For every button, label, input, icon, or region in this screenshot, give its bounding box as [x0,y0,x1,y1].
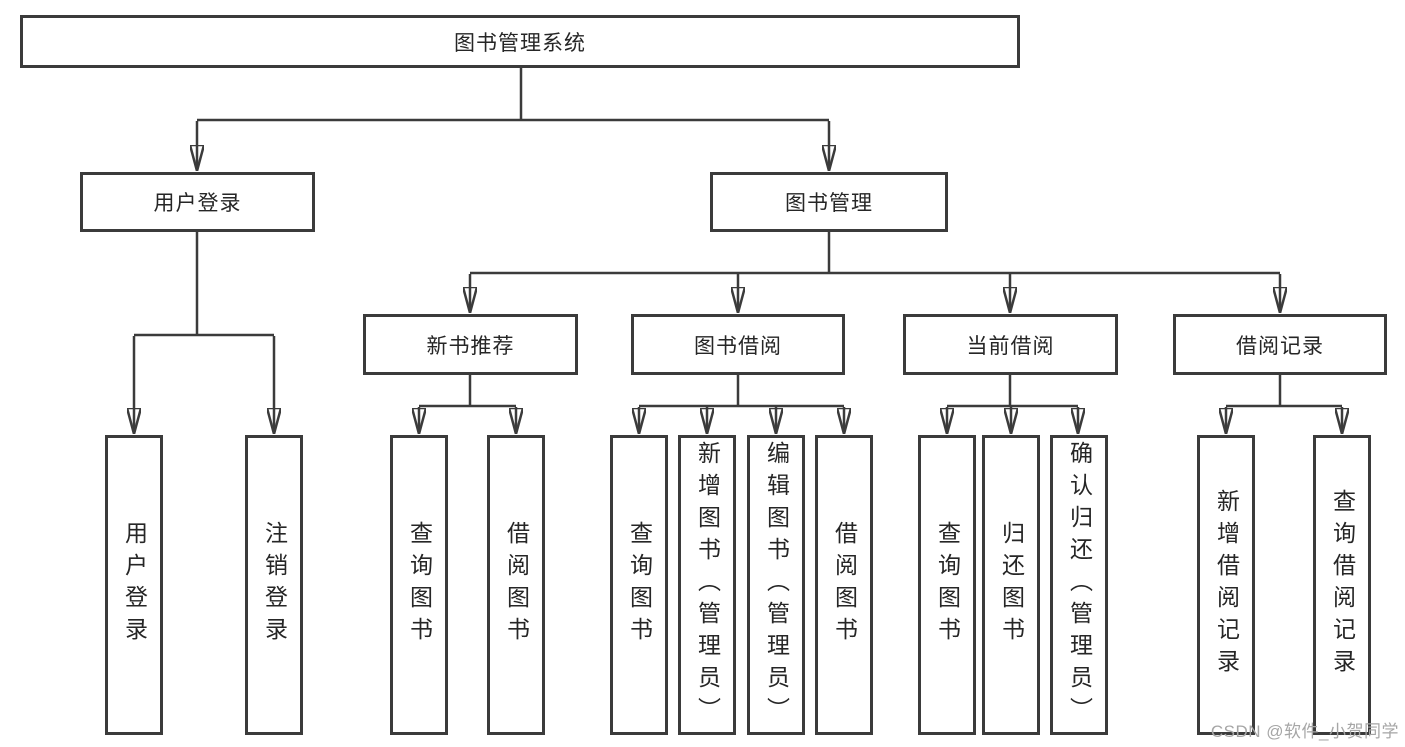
node-root-library-management-system: 图书管理系统 [20,15,1020,68]
leaf-borrow-books: 借阅图书 [815,435,873,735]
leaf-logout: 注销登录 [245,435,303,735]
leaf-edit-book-admin: 编辑图书（管理员） [747,435,805,735]
node-book-borrow: 图书借阅 [631,314,845,375]
node-book-management: 图书管理 [710,172,948,232]
node-new-book-recommend: 新书推荐 [363,314,578,375]
leaf-query-books-recommend: 查询图书 [390,435,448,735]
node-borrow-records: 借阅记录 [1173,314,1387,375]
node-current-borrow: 当前借阅 [903,314,1118,375]
leaf-add-borrow-record: 新增借阅记录 [1197,435,1255,735]
node-user-login: 用户登录 [80,172,315,232]
leaf-query-books-borrow: 查询图书 [610,435,668,735]
leaf-user-login: 用户登录 [105,435,163,735]
leaf-confirm-return-admin: 确认归还（管理员） [1050,435,1108,735]
leaf-add-book-admin: 新增图书（管理员） [678,435,736,735]
leaf-return-books: 归还图书 [982,435,1040,735]
leaf-query-books-current: 查询图书 [918,435,976,735]
csdn-watermark: CSDN @软件_小贺同学 [1210,722,1399,741]
leaf-query-borrow-record: 查询借阅记录 [1313,435,1371,735]
leaf-borrow-books-recommend: 借阅图书 [487,435,545,735]
